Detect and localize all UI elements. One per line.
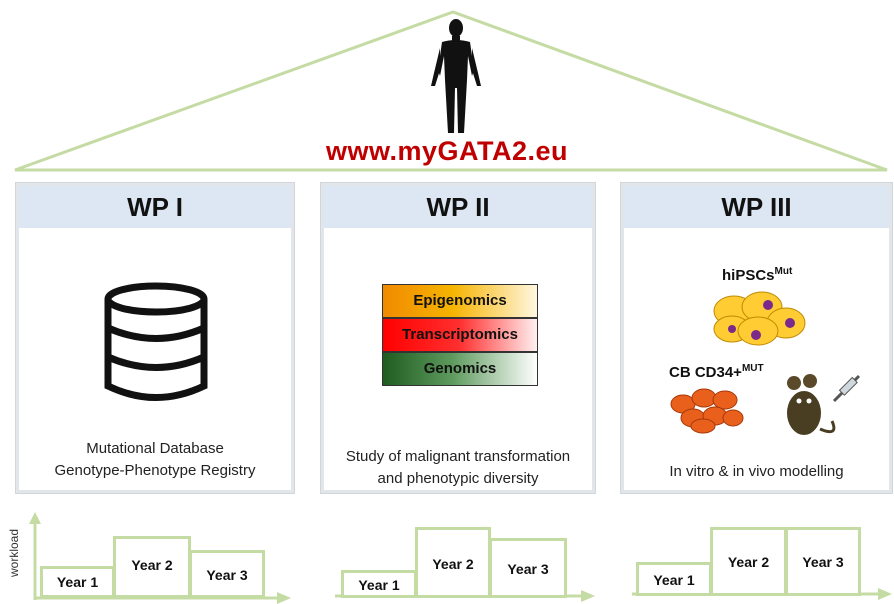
- wp3-year-1: Year 1: [636, 562, 712, 596]
- wp2-year-3: Year 3: [489, 538, 567, 598]
- wp2-title: WP II: [324, 186, 592, 228]
- wp2-year-1: Year 1: [341, 570, 417, 598]
- database-icon: [104, 282, 208, 401]
- wp1-title: WP I: [19, 186, 291, 228]
- hipsc-label: hiPSCsMut: [722, 266, 793, 284]
- wp3-year-3: Year 3: [785, 527, 861, 596]
- wp2-year-2: Year 2: [415, 527, 491, 598]
- wp2-line2: and phenotypic diversity: [377, 470, 539, 487]
- wp3-title: WP III: [624, 186, 889, 228]
- workload-axis-label: workload: [7, 528, 21, 578]
- cd34-cells-icon: [670, 388, 744, 434]
- wp3-text: In vitro & in vivo modelling: [669, 463, 844, 480]
- wp1-line2: Genotype-Phenotype Registry: [54, 462, 256, 479]
- wp1-year-1: Year 1: [40, 566, 115, 598]
- omics-transcriptomics: Transcriptomics: [382, 318, 538, 352]
- wp1-year-2: Year 2: [113, 536, 191, 598]
- hipsc-cells-icon: [713, 291, 806, 346]
- wp2-card: WP II Epigenomics Transcriptomics Genomi…: [321, 183, 595, 493]
- mouse-syringe-icon: [787, 374, 861, 435]
- wp1-card: WP I Mutational Database Genotype-Phenot…: [16, 183, 294, 493]
- wp3-card: WP III hiPSCsMut CB CD34+MUT In vitro &: [621, 183, 892, 493]
- omics-epigenomics: Epigenomics: [382, 284, 538, 318]
- omics-genomics: Genomics: [382, 352, 538, 386]
- wp1-year-3: Year 3: [189, 550, 265, 598]
- roof-outline: [14, 10, 888, 172]
- human-silhouette-icon: [431, 19, 481, 133]
- wp1-line1: Mutational Database: [86, 440, 224, 457]
- website-url: www.myGATA2.eu: [325, 136, 569, 166]
- wp3-year-2: Year 2: [710, 527, 787, 596]
- wp2-line1: Study of malignant transformation: [345, 448, 571, 465]
- cb-cd34-label: CB CD34+MUT: [669, 363, 764, 381]
